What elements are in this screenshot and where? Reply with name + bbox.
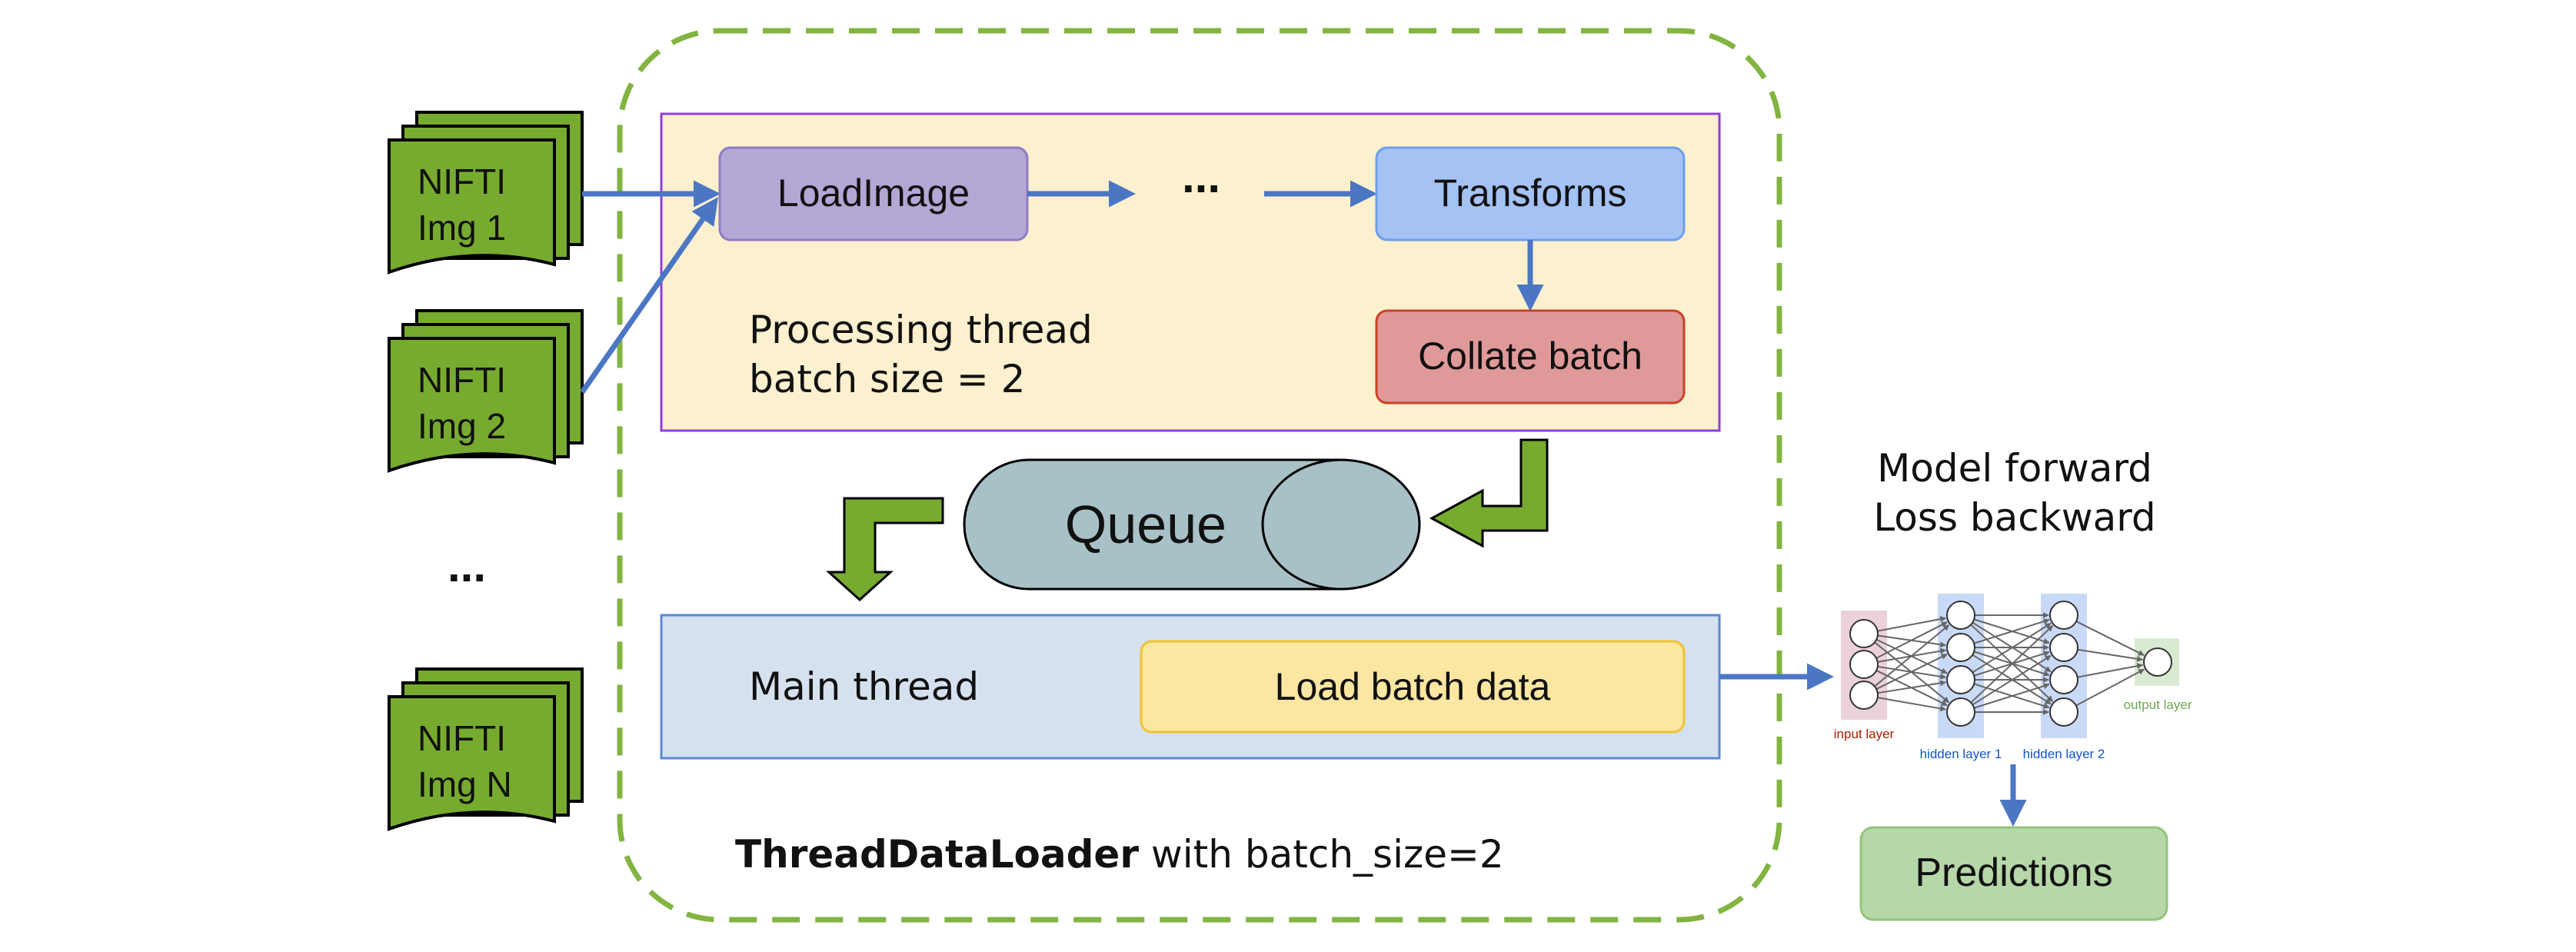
neuron-hidden1 — [1946, 601, 1975, 630]
neuron-hidden1 — [1946, 633, 1975, 662]
queue-to-main-arrow — [826, 497, 944, 602]
network-edge — [1877, 680, 1947, 694]
processing-batch-size-label: batch size = 2 — [749, 357, 1026, 401]
processing-thread-label: Processing thread — [749, 308, 1093, 352]
predictions-label: Predictions — [1915, 850, 2112, 895]
network-edge — [2075, 621, 2145, 656]
network-edge — [1874, 624, 1950, 687]
network-edge — [1970, 624, 2054, 704]
neuron-hidden1 — [1946, 665, 1975, 694]
network-edge — [1973, 618, 2050, 644]
file-stack-2: NIFTI Img 2 — [388, 309, 584, 473]
network-edge — [1875, 621, 1948, 659]
network-edge — [2077, 663, 2144, 678]
neuron-input — [1849, 681, 1879, 710]
loader-name: ThreadDataLoader — [735, 832, 1139, 877]
files-ellipsis: ... — [448, 540, 486, 591]
neuron-input — [1849, 619, 1879, 648]
neuron-hidden2 — [2049, 633, 2078, 662]
network-edge — [1877, 697, 1947, 712]
model-line2: Loss backward — [1873, 495, 2155, 540]
neural-network: input layer hidden layer 1 hidden layer … — [1834, 594, 2192, 761]
file-stack-n: NIFTI Img N — [388, 667, 584, 831]
loader-caption: ThreadDataLoader with batch_size=2 — [735, 832, 1504, 877]
network-edge — [2075, 668, 2145, 707]
processing-ellipsis: ... — [1182, 151, 1220, 202]
hidden-layer-1-label: hidden layer 1 — [1920, 747, 2002, 761]
network-edge — [1973, 683, 2050, 709]
file-n-line1: NIFTI — [418, 718, 506, 758]
collate-to-queue-arrow — [1429, 438, 1549, 548]
neuron-hidden2 — [2049, 601, 2078, 630]
file-stack-1: NIFTI Img 1 — [388, 111, 584, 275]
queue-cylinder: Queue — [963, 458, 1421, 591]
network-edge — [1972, 654, 2052, 706]
model-line1: Model forward — [1877, 446, 2152, 491]
load-batch-label: Load batch data — [1275, 665, 1551, 708]
file-1-line1: NIFTI — [418, 161, 506, 201]
queue-label: Queue — [1065, 494, 1226, 554]
transforms-label: Transforms — [1434, 171, 1627, 215]
neuron-hidden2 — [2049, 697, 2078, 727]
file-2-line1: NIFTI — [418, 360, 506, 400]
thread-dataloader-container — [617, 28, 1782, 923]
collate-batch-node — [1375, 309, 1686, 404]
hidden-layer-2-label: hidden layer 2 — [2023, 747, 2105, 761]
load-image-label: LoadImage — [777, 171, 970, 215]
main-thread-label: Main thread — [749, 664, 979, 709]
file-2-line2: Img 2 — [418, 406, 506, 446]
input-layer-label: input layer — [1834, 727, 1895, 741]
neuron-hidden2 — [2049, 665, 2078, 694]
output-layer-label: output layer — [2124, 697, 2192, 712]
neuron-hidden1 — [1946, 697, 1975, 727]
predictions-node — [1859, 826, 2168, 921]
neuron-output — [2143, 647, 2172, 677]
network-edge — [1972, 622, 2052, 674]
loader-suffix: with batch_size=2 — [1139, 832, 1504, 877]
file-n-line2: Img N — [418, 764, 512, 804]
neuron-input — [1849, 650, 1879, 679]
file2-to-loadimage-arrow — [580, 197, 719, 394]
network-edge — [2077, 648, 2144, 662]
load-batch-node — [1140, 640, 1686, 734]
file-1-line2: Img 1 — [418, 208, 506, 248]
collate-batch-label: Collate batch — [1418, 335, 1642, 378]
network-edge — [1877, 616, 1947, 632]
network-edge — [1875, 653, 1948, 690]
